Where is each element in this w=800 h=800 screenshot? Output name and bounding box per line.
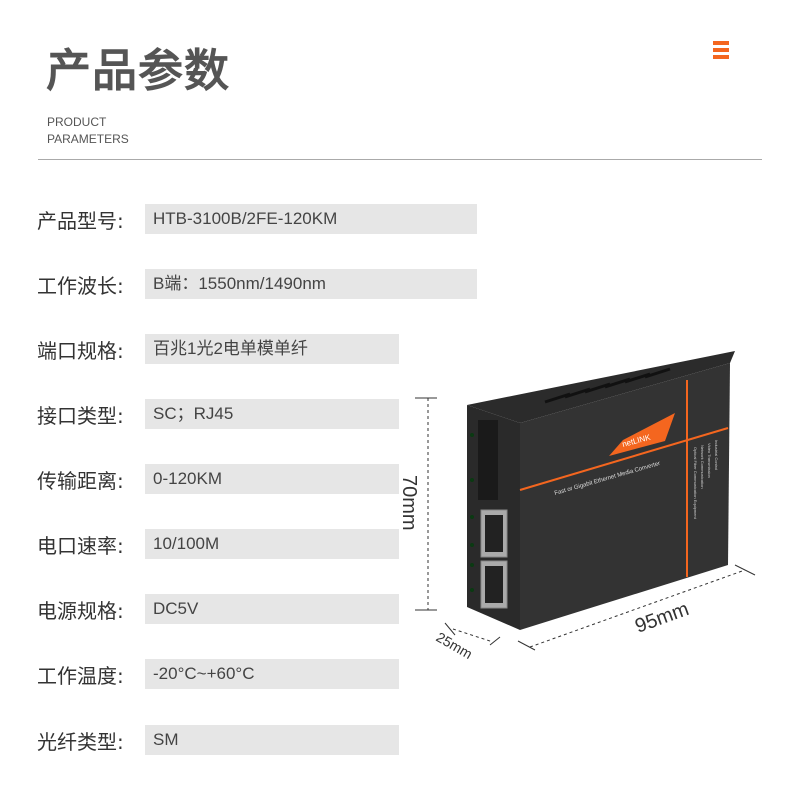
menu-icon[interactable]: [713, 41, 729, 59]
param-value: SM: [145, 725, 399, 755]
product-image: netLINK Fast or Gigabit Ethernet Media C…: [398, 351, 756, 662]
param-label: 工作波长:: [37, 273, 124, 298]
page-title: 产品参数: [46, 44, 231, 97]
param-label: 传输距离:: [37, 468, 124, 493]
param-value: DC5V: [145, 594, 399, 624]
side-text: Optical Fiber Communication Equipment: [693, 447, 698, 520]
param-value: 百兆1光2电单模单纤: [145, 334, 399, 364]
param-row: 工作温度: -20°C~+60°C: [37, 659, 399, 689]
dimension-length: 95mm: [632, 598, 692, 638]
param-row: 光纤类型: SM: [37, 725, 399, 755]
subtitle-line1: PRODUCT: [47, 115, 107, 129]
param-value: 0-120KM: [145, 464, 399, 494]
param-label: 产品型号:: [37, 208, 124, 233]
param-value: 10/100M: [145, 529, 399, 559]
side-text: Network Communication: [700, 445, 705, 489]
param-row: 传输距离: 0-120KM: [37, 464, 399, 494]
param-row: 产品型号: HTB-3100B/2FE-120KM: [37, 204, 477, 234]
param-row: 电口速率: 10/100M: [37, 529, 399, 559]
dimension-height: 70mm: [398, 475, 420, 531]
subtitle-line2: PARAMETERS: [47, 132, 129, 146]
param-row: 端口规格: 百兆1光2电单模单纤: [37, 334, 399, 364]
side-text: Industrial Control: [714, 440, 719, 470]
param-label: 光纤类型:: [37, 729, 124, 754]
param-value: HTB-3100B/2FE-120KM: [145, 204, 477, 234]
divider: [38, 159, 762, 160]
param-label: 端口规格:: [37, 338, 124, 363]
param-label: 工作温度:: [37, 663, 124, 688]
param-value: B端：1550nm/1490nm: [145, 269, 477, 299]
param-label: 接口类型:: [37, 403, 124, 428]
param-row: 电源规格: DC5V: [37, 594, 399, 624]
param-label: 电源规格:: [37, 598, 124, 623]
param-row: 工作波长: B端：1550nm/1490nm: [37, 269, 477, 299]
side-text: Video Transmission: [707, 443, 712, 478]
param-value: -20°C~+60°C: [145, 659, 399, 689]
param-label: 电口速率:: [37, 533, 124, 558]
sc-fiber-port: [478, 420, 498, 500]
param-value: SC；RJ45: [145, 399, 399, 429]
param-row: 接口类型: SC；RJ45: [37, 399, 399, 429]
